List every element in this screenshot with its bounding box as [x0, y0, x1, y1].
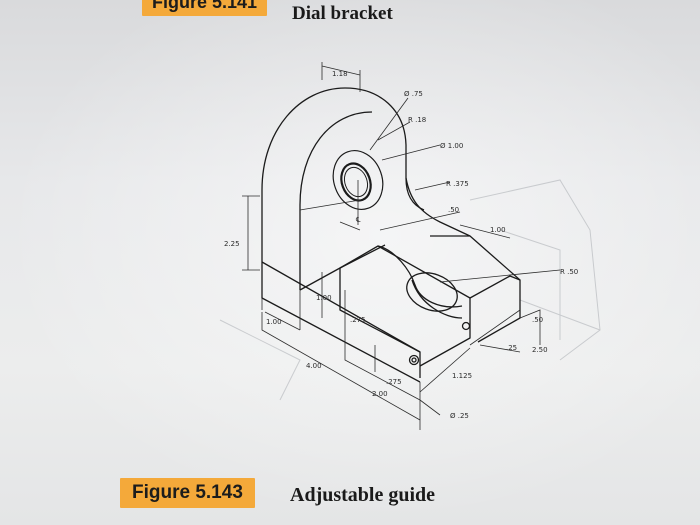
dim-label: .50: [448, 206, 459, 214]
figure-title: Adjustable guide: [290, 484, 436, 506]
dim-label: 2.25: [224, 240, 240, 248]
figure-number-label: Figure 5.143: [120, 478, 255, 508]
figure-title: Dial bracket: [292, 3, 393, 24]
dim-label: 1.18: [332, 70, 348, 78]
dim-label: 4.00: [306, 362, 322, 370]
dim-label: Ø 1.00: [440, 142, 463, 150]
figure-number-label: Figure 5.141: [142, 0, 268, 16]
dim-label: Ø .75: [404, 90, 423, 98]
dim-label: 1.125: [452, 372, 472, 380]
centerline-symbol: ℄: [356, 216, 361, 224]
dim-label: 1.00: [266, 318, 282, 326]
dim-label: .50: [532, 316, 543, 324]
dim-label: R .50: [560, 268, 578, 276]
dim-label: 1.00: [490, 226, 506, 234]
faint-bleedthrough: [219, 179, 601, 401]
dial-bracket-part: [261, 87, 521, 383]
dim-label: .25: [506, 344, 517, 352]
dim-label: R .18: [408, 116, 426, 124]
dim-label: 2.50: [532, 346, 548, 354]
dim-label: .275: [350, 316, 366, 324]
dim-label: Ø .25: [450, 412, 469, 420]
dimension-lines: [242, 62, 561, 430]
dim-label: .275: [386, 378, 402, 386]
dim-label: R .375: [446, 180, 469, 188]
dim-label: 1.00: [316, 294, 332, 302]
dim-label: 2.00: [372, 390, 388, 398]
dimension-labels: 1.18 Ø .75 R .18 Ø 1.00 R .375 .50 1.00 …: [224, 70, 578, 420]
